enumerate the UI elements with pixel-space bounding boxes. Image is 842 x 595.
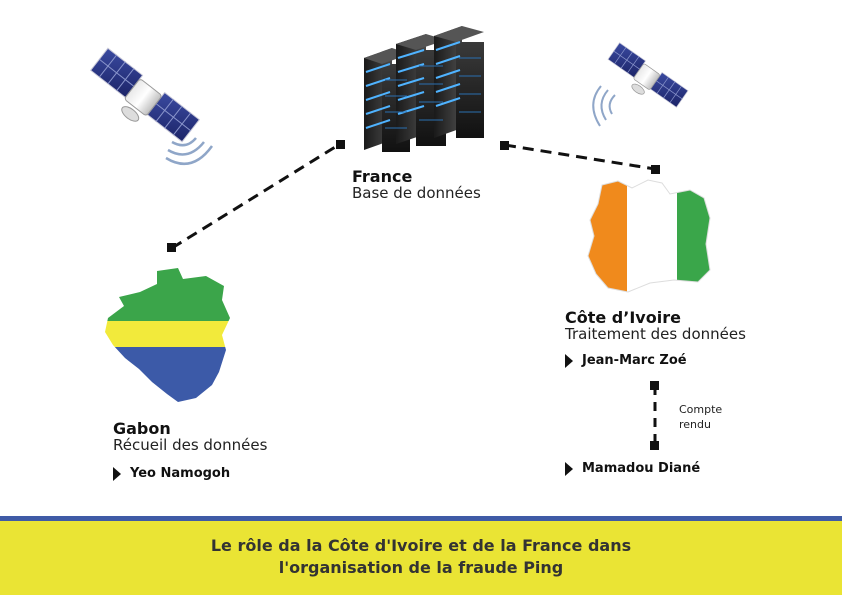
cote-ivoire-label: Côte d’Ivoire Traitement des données bbox=[565, 309, 746, 343]
france-subtitle: Base de données bbox=[352, 184, 481, 202]
gabon-subtitle: Récueil des données bbox=[113, 436, 268, 454]
cote-ivoire-person-2-name: Mamadou Diané bbox=[582, 461, 701, 476]
caption-line-1: Le rôle da la Côte d'Ivoire et de la Fra… bbox=[210, 536, 632, 555]
server-rack-icon bbox=[364, 26, 484, 152]
compte-rendu-line1: Compte bbox=[679, 403, 723, 416]
france-label: France Base de données bbox=[352, 168, 481, 202]
cote-ivoire-person-1-name: Jean-Marc Zoé bbox=[582, 353, 687, 368]
caption-line-2: l'organisation de la fraude Ping bbox=[278, 558, 564, 577]
arrow-right-icon bbox=[565, 353, 573, 368]
gabon-person-name: Yeo Namogoh bbox=[130, 466, 231, 481]
signal-waves-left bbox=[165, 137, 214, 166]
connector-france-cote-ivoire bbox=[500, 141, 660, 174]
signal-waves-right bbox=[592, 85, 616, 127]
connector-compte-rendu bbox=[650, 381, 659, 450]
gabon-label: Gabon Récueil des données bbox=[113, 420, 267, 454]
cote-ivoire-subtitle: Traitement des données bbox=[565, 325, 746, 343]
cote-ivoire-title: Côte d’Ivoire bbox=[565, 308, 681, 327]
caption-bar bbox=[0, 516, 842, 595]
cote-ivoire-person-2: Mamadou Diané bbox=[565, 461, 700, 476]
gabon-title: Gabon bbox=[113, 419, 171, 438]
connector-france-gabon bbox=[167, 140, 345, 252]
caption: Le rôle da la Côte d'Ivoire et de la Fra… bbox=[0, 535, 842, 579]
gabon-person: Yeo Namogoh bbox=[113, 466, 230, 481]
compte-rendu-label: Compte rendu bbox=[679, 402, 722, 432]
cote-ivoire-person-1: Jean-Marc Zoé bbox=[565, 353, 687, 368]
satellite-icon bbox=[89, 47, 201, 143]
cote-ivoire-map-icon bbox=[587, 179, 711, 293]
arrow-right-icon bbox=[113, 466, 121, 481]
gabon-map-icon bbox=[105, 268, 230, 402]
france-title: France bbox=[352, 167, 413, 186]
compte-rendu-line2: rendu bbox=[679, 418, 711, 431]
arrow-right-icon bbox=[565, 461, 573, 476]
satellite-icon bbox=[607, 42, 689, 108]
